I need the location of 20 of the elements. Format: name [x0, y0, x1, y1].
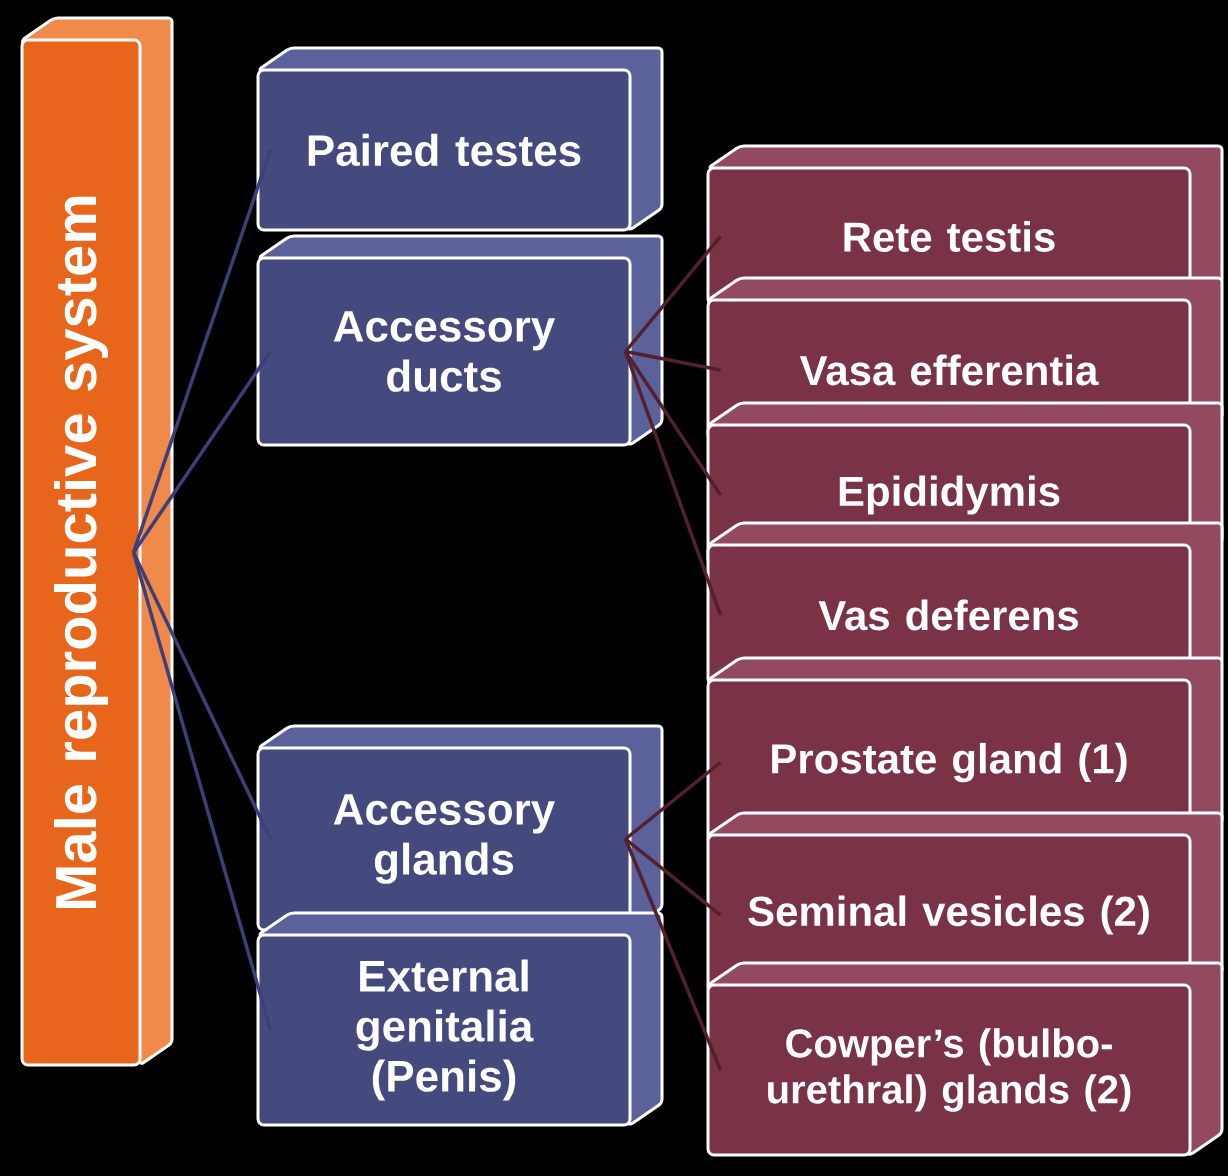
node-label: Vasa efferentia [799, 354, 1099, 386]
connector-line [624, 761, 722, 841]
category-box: Paired testes [256, 68, 632, 232]
connector-line [131, 552, 273, 1031]
node-label: Seminal vesicles (2) [748, 895, 1149, 935]
category-box: Accessory glands [256, 746, 632, 932]
connector-line [132, 350, 272, 554]
connector-line [624, 837, 722, 917]
connector-line [623, 838, 723, 1071]
connector-line [623, 350, 723, 616]
title-bar: Male reproductive system [20, 38, 142, 1067]
subcategory-box: Cowper’s (bulbo-urethral) glands (2) [706, 983, 1192, 1157]
connector-line [131, 149, 273, 554]
node-label: Prostate gland (1) [772, 742, 1127, 783]
connector-line [624, 350, 722, 496]
connector-line [625, 349, 721, 372]
connector-line [624, 235, 722, 353]
node-label: Epididymis [839, 475, 1060, 515]
category-box: External genitalia (Penis) [256, 933, 632, 1127]
category-box: Accessory ducts [256, 256, 632, 447]
